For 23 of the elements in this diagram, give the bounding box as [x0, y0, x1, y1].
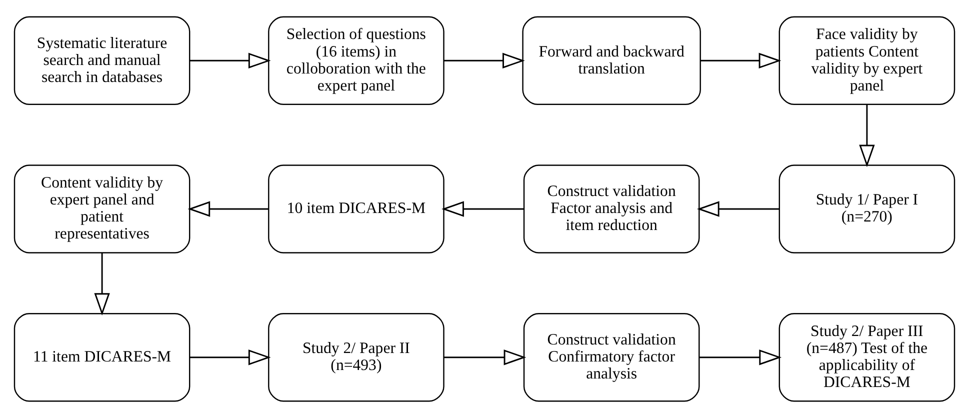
arrow — [189, 52, 270, 68]
node-box: 10 item DICARES-M — [268, 164, 444, 253]
node-box: Study 2/ Paper III (n=487) Test of the applicability of DICARES-M — [778, 312, 955, 402]
arrow — [443, 349, 526, 365]
arrow — [698, 349, 782, 365]
node-box: Study 1/ Paper I (n=270) — [778, 164, 955, 253]
node-box: Forward and backward translation — [522, 16, 700, 105]
node-box: Study 2/ Paper II (n=493) — [268, 312, 444, 402]
arrow — [94, 252, 110, 316]
node-box: Selection of questions (16 items) in colloboration with the expert panel — [268, 16, 444, 105]
node-box: Systematic literature search and manual search in databases — [13, 16, 190, 105]
arrow — [700, 52, 781, 68]
node-box: Construct validation Factor analysis and item reduction — [522, 164, 700, 253]
node-box: Content validity by expert panel and patient representatives — [13, 164, 190, 253]
node-box: 11 item DICARES-M — [13, 312, 190, 402]
node-box: Construct validation Confirmatory factor analysis — [522, 312, 700, 402]
arrow — [189, 349, 270, 365]
arrow — [441, 200, 524, 216]
arrow — [187, 200, 268, 216]
arrow — [443, 52, 524, 68]
arrow — [858, 104, 874, 167]
arrow — [696, 200, 779, 216]
node-box: Face validity by patients Content validity by expert panel — [778, 16, 955, 105]
